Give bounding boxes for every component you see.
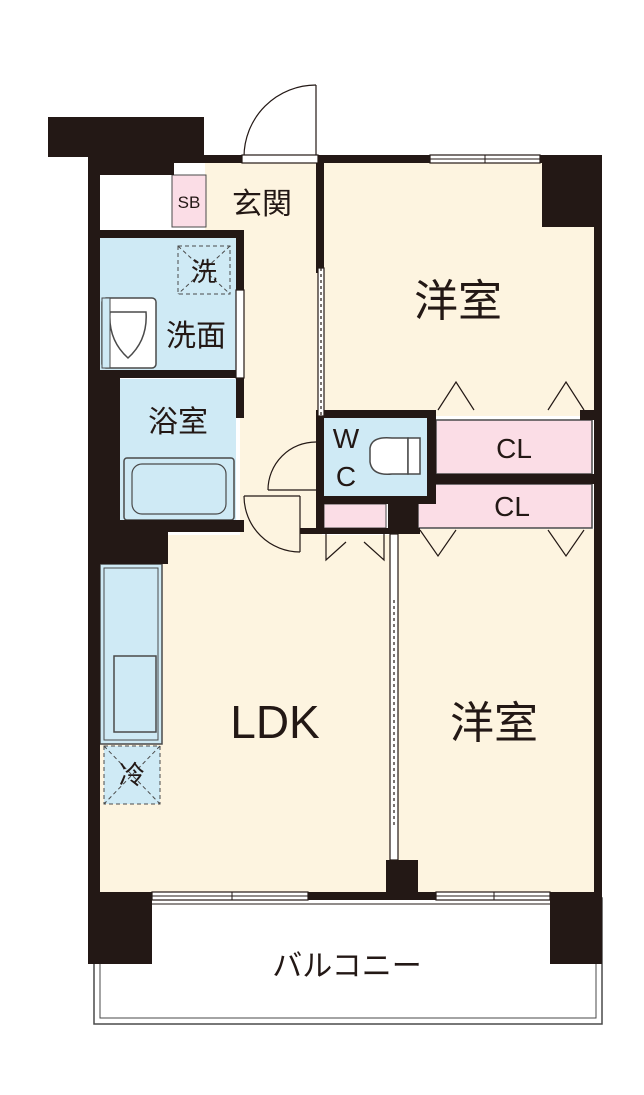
washroom-label: 洗面 <box>166 319 226 354</box>
western-room-2-label: 洋室 <box>450 698 538 749</box>
ldk-label: LDK <box>230 696 320 748</box>
shoe-box-label: SB <box>178 193 201 212</box>
toilet-label-w: W <box>333 423 360 454</box>
labels: 洋室 洋室 LDK 玄関 SB 洗面 洗 浴室 W C CL CL 冷 バルコニ… <box>119 187 538 984</box>
western-room-1-label: 洋室 <box>414 276 502 327</box>
washer-label: 洗 <box>191 258 217 288</box>
bathroom-label: 浴室 <box>148 405 208 440</box>
entrance-label: 玄関 <box>232 187 292 222</box>
balcony-label: バルコニー <box>272 949 421 984</box>
fixtures <box>101 245 421 521</box>
doors <box>152 84 585 905</box>
closet-2-label: CL <box>494 491 530 522</box>
walls <box>48 117 602 964</box>
windows <box>151 154 551 901</box>
fridge-label: 冷 <box>119 761 145 791</box>
closet-1-label: CL <box>496 433 532 464</box>
toilet-label-c: C <box>336 461 356 492</box>
